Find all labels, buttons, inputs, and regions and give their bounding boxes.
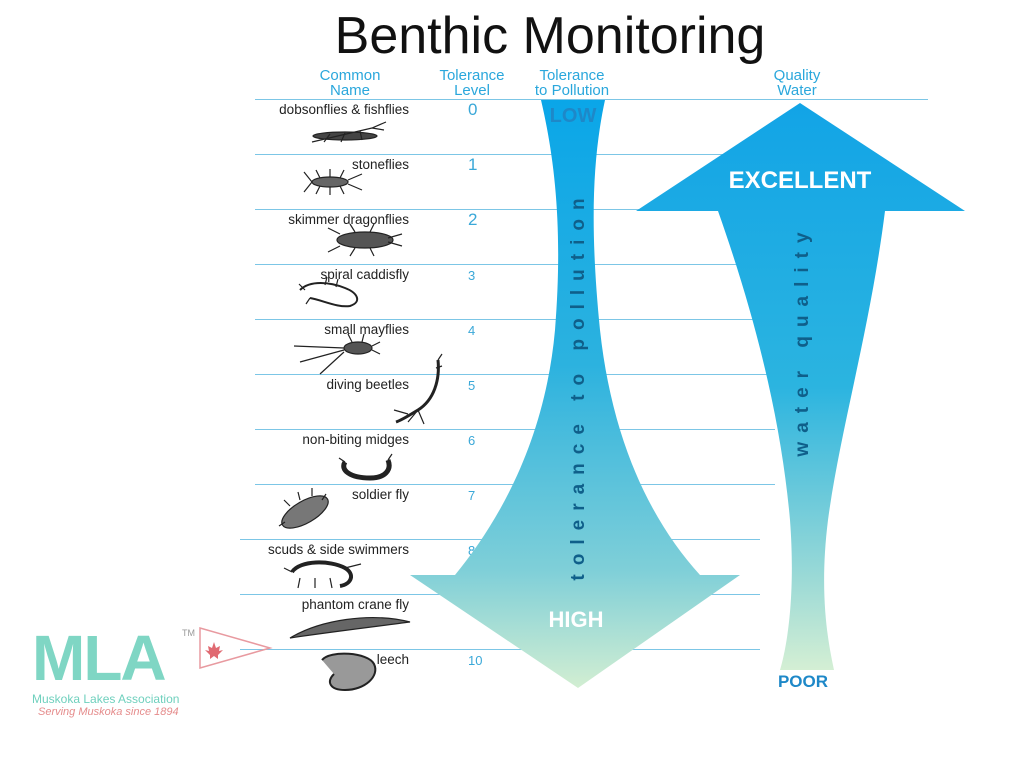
organism-illustrations xyxy=(278,121,443,692)
row-separator xyxy=(255,264,775,265)
tolerance-level-value: 2 xyxy=(468,210,478,229)
organism-name: scuds & side swimmers xyxy=(267,542,409,557)
tolerance-high-label: HIGH xyxy=(549,607,604,632)
skimmer-dragonfly-icon xyxy=(327,223,403,257)
quality-excellent-label: EXCELLENT xyxy=(729,167,872,194)
caddisfly-icon xyxy=(298,276,359,308)
quality-vertical-text: water quality xyxy=(792,223,813,457)
tolerance-vertical-text: tolerance to pollution xyxy=(568,189,589,580)
tolerance-level-value: 8 xyxy=(468,543,476,558)
diving-beetle-icon xyxy=(393,353,443,425)
leech-icon xyxy=(321,652,377,692)
tolerance-level-value: 3 xyxy=(468,268,476,283)
row-separator xyxy=(255,319,775,320)
header-tolerance-level-text: Tolerance Level xyxy=(439,67,505,99)
organism-name: leech xyxy=(376,652,409,667)
page-title: Benthic Monitoring xyxy=(334,7,766,65)
organism-name: dobsonflies & fishflies xyxy=(279,102,409,117)
header-common-name: Common Name xyxy=(300,68,400,98)
header-quality-water: Quality Water xyxy=(752,68,842,98)
scud-icon xyxy=(283,560,362,589)
tolerance-level-value: 10 xyxy=(468,653,483,668)
logo-tm: TM xyxy=(182,628,195,638)
tolerance-level-value: 6 xyxy=(468,433,476,448)
logo-tagline: Serving Muskoka since 1894 xyxy=(38,706,179,718)
dobsonfly-icon xyxy=(311,121,387,143)
logo-flag-shape xyxy=(199,627,273,669)
midge-icon xyxy=(338,453,393,481)
quality-poor-label: POOR xyxy=(778,672,828,691)
tolerance-level-value: 1 xyxy=(468,155,478,174)
logo-letters: MLA xyxy=(32,622,167,694)
organism-name: small mayflies xyxy=(324,322,409,337)
organism-name: non-biting midges xyxy=(302,432,409,447)
quality-arrow xyxy=(636,103,965,670)
tolerance-level-value: 0 xyxy=(468,100,478,119)
tolerance-arrow xyxy=(410,100,740,688)
organism-name: soldier fly xyxy=(351,487,409,502)
header-tolerance-level: Tolerance Level xyxy=(424,68,520,98)
stonefly-icon xyxy=(303,169,363,195)
row-separator xyxy=(255,374,775,375)
tolerance-level-value: 7 xyxy=(468,488,476,503)
header-common-name-text: Common Name xyxy=(319,67,381,99)
organism-name: stoneflies xyxy=(351,157,409,172)
row-separator xyxy=(255,99,928,100)
row-separator xyxy=(255,209,775,210)
header-quality-water-text: Quality Water xyxy=(773,67,821,99)
phantom-crane-fly-icon xyxy=(289,617,411,639)
organism-name: diving beetles xyxy=(326,377,409,392)
row-separator xyxy=(255,429,775,430)
mla-logo: MLA TM Muskoka Lakes Association Serving… xyxy=(32,622,195,718)
organism-name: spiral caddisfly xyxy=(320,267,409,282)
row-separator xyxy=(240,649,760,650)
row-separator xyxy=(255,154,775,155)
tolerance-low-label: LOW xyxy=(550,105,597,127)
header-tolerance-to-pollution: Tolerance to Pollution xyxy=(516,68,628,98)
logo-association-name: Muskoka Lakes Association xyxy=(32,692,180,706)
maple-leaf-icon xyxy=(205,642,223,659)
organism-name: phantom crane fly xyxy=(301,597,409,612)
mayfly-icon xyxy=(293,333,381,375)
organism-name: skimmer dragonflies xyxy=(288,212,409,227)
tolerance-level-value: 5 xyxy=(468,378,476,393)
header-tolerance-to-pollution-text: Tolerance to Pollution xyxy=(534,67,610,99)
soldier-fly-icon xyxy=(278,488,329,529)
tolerance-level-value: 4 xyxy=(468,323,476,338)
